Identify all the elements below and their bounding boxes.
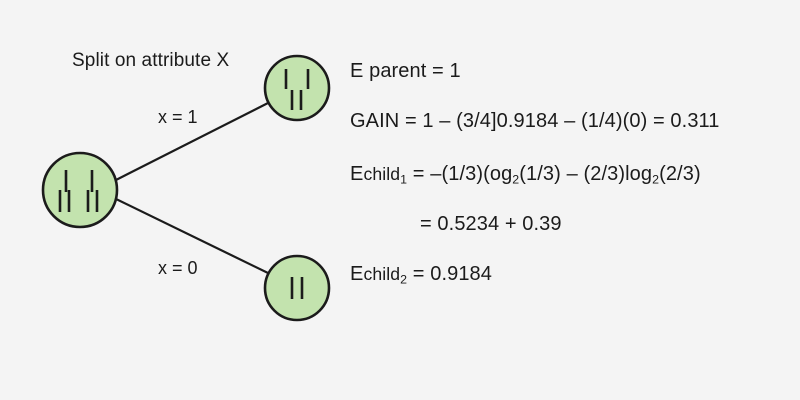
formula-child2-name: child [363,264,401,284]
formula-child2-lead: E [350,263,364,285]
formula-child2-body: = 0.9184 [407,263,493,285]
child-node-x0-circle [263,254,331,322]
edge-x0-line [113,197,269,274]
edge-x1-line [113,102,269,182]
formula-gain: GAIN = 1 – (3/4]0.9184 – (1/4)(0) = 0.31… [350,110,720,132]
formula-child1-log-sub: 2 [512,172,520,187]
formula-child1-body: = –(1/3)(og [407,163,513,185]
formula-child1-result: = 0.5234 + 0.39 [420,213,562,235]
formula-child1-log-sub2: 2 [652,172,660,187]
formula-child1-body2: (1/3) – (2/3)log [519,163,653,185]
parent-node-tally-marks [58,170,99,212]
child-node-x1-tally-marks [284,69,310,110]
formula-child2-subscript: 2 [400,272,408,287]
formula-child1-lead: E [350,163,364,185]
child-node-x1-circle [263,54,331,122]
formula-child2: Echild2 = 0.9184 [350,263,492,287]
parent-node[interactable] [41,151,119,229]
parent-node-circle [41,151,119,229]
edge-label-x0: x = 0 [158,258,198,278]
child-node-x0[interactable] [263,254,331,322]
page-title: Split on attribute X [72,50,230,71]
child-node-x0-tally-marks [290,277,304,299]
formula-child1-subscript: 1 [400,172,408,187]
formula-child1: Echild1 = –(1/3)(og2(1/3) – (2/3)log2(2/… [350,163,701,187]
child-node-x1[interactable] [263,54,331,122]
edge-label-x1: x = 1 [158,107,198,127]
formula-child1-name: child [363,164,401,184]
formula-parent-entropy: E parent = 1 [350,60,461,82]
formula-child1-body3: (2/3) [659,163,701,185]
